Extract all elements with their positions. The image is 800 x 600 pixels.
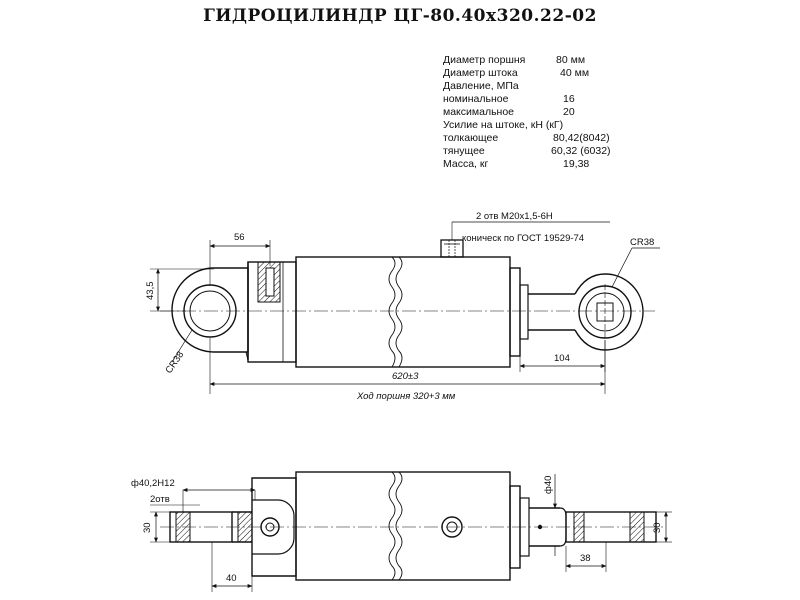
dim-rod-end: 104: [554, 353, 570, 364]
top-view: ф40,2Н12 2отв 30 30 ф40 40 38: [131, 471, 672, 592]
cylinder-barrel: [295, 256, 511, 368]
dim-holes-label: 2отв: [150, 494, 170, 505]
dim-pin-hole-label: ф40,2Н12: [131, 478, 175, 489]
dim-overall-length: 620±3: [392, 371, 419, 382]
dim-rod-diameter-label: ф40: [543, 476, 554, 494]
port-circle: [441, 516, 463, 538]
dim-lug-width-left-label: 30: [142, 522, 153, 533]
ports-callout-line1: 2 отв M20x1,5-6H: [476, 211, 553, 222]
base-lug: [169, 511, 253, 543]
dim-eye-offset: 56: [234, 232, 245, 243]
spec-label: максимальное: [443, 106, 515, 118]
ports-callout-line2: коническ по ГОСТ 19529-74: [462, 233, 584, 244]
spec-label: Диаметр штока: [443, 67, 518, 79]
spec-label: тянущее: [443, 145, 485, 157]
rod-gland: [509, 267, 529, 357]
dim-stroke: Ход поршня 320+3 мм: [356, 391, 456, 402]
rod-mark: [537, 524, 543, 530]
rod-eye-radius-label: CR38: [630, 237, 654, 248]
spec-label: номинальное: [443, 93, 509, 105]
rod-eye: [574, 273, 644, 351]
drawing-title: ГИДРОЦИЛИНДР ЦГ-80.40х320.22-02: [203, 6, 597, 26]
spec-label: толкающее: [443, 132, 499, 144]
spec-value: 16: [563, 93, 575, 105]
spec-value: 20: [563, 106, 575, 118]
spec-value: 80 мм: [556, 54, 586, 66]
spec-value: 60,32 (6032): [551, 145, 611, 157]
spec-value: 40 мм: [560, 67, 590, 79]
rod-lug: [565, 511, 657, 543]
rod-gland-bottom: [509, 485, 530, 569]
rod-eye-radius-leader: [611, 247, 633, 288]
base-head: [247, 261, 297, 363]
spec-label: Усилие на штоке, кН (кГ): [443, 119, 564, 131]
dim-lug-width-right-label: 30: [652, 522, 663, 533]
dim-left-lug-length-label: 40: [226, 573, 237, 584]
side-view: 2 отв M20x1,5-6H коническ по ГОСТ 19529-…: [145, 211, 660, 402]
base-eye-radius-label: CR38: [163, 350, 186, 376]
spec-label: Масса, кг: [443, 158, 489, 170]
dim-eye-height: 43,5: [145, 282, 156, 301]
hydraulic-port: [440, 222, 464, 258]
cylinder-barrel-bottom: [295, 471, 511, 581]
piston-rod: [528, 293, 575, 331]
dim-right-lug-length-label: 38: [580, 553, 591, 564]
spec-label: Диаметр поршня: [443, 54, 526, 66]
spec-value: 80,42(8042): [553, 132, 610, 144]
spec-value: 19,38: [563, 158, 590, 170]
spec-label: Давление, МПа: [443, 80, 519, 92]
